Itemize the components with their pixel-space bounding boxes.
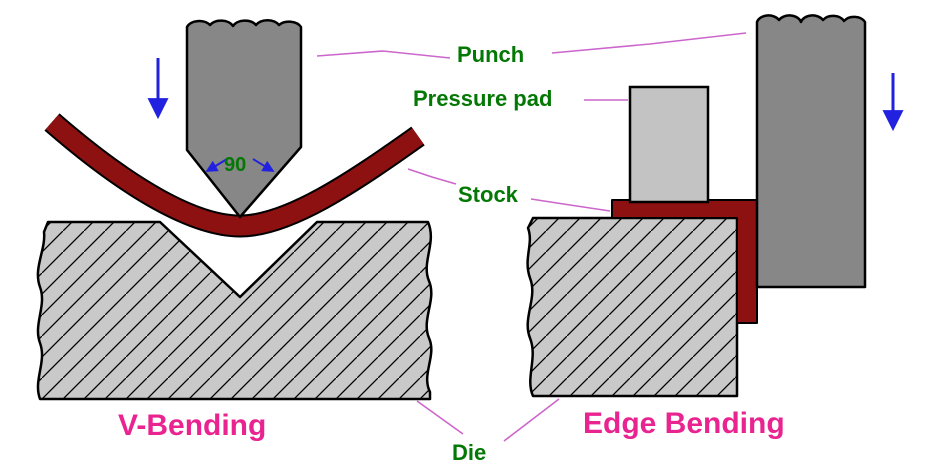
leader-die-right xyxy=(503,398,560,442)
punch-angle-label: 90 xyxy=(224,154,247,176)
v-stock xyxy=(45,114,424,236)
leader-stock-left xyxy=(407,168,457,185)
edge-punch xyxy=(755,14,867,289)
pressure-pad-label: Pressure pad xyxy=(413,86,553,111)
edge-bending-title: Edge Bending xyxy=(583,407,785,440)
leader-punch-right xyxy=(551,32,747,54)
angle-arrow-left xyxy=(205,158,228,172)
angle-arrow-right xyxy=(252,158,275,172)
punch-label: Punch xyxy=(457,42,525,67)
stock-label: Stock xyxy=(458,182,518,207)
leader-punch-left xyxy=(316,50,451,59)
leader-die-left xyxy=(416,400,464,435)
pressure-pad xyxy=(628,85,710,204)
v-die xyxy=(36,220,433,401)
v-punch xyxy=(185,18,303,219)
die-label: Die xyxy=(452,440,487,465)
v-bending-title: V-Bending xyxy=(118,409,267,442)
leader-stock-right xyxy=(530,198,611,212)
edge-die xyxy=(526,216,739,398)
